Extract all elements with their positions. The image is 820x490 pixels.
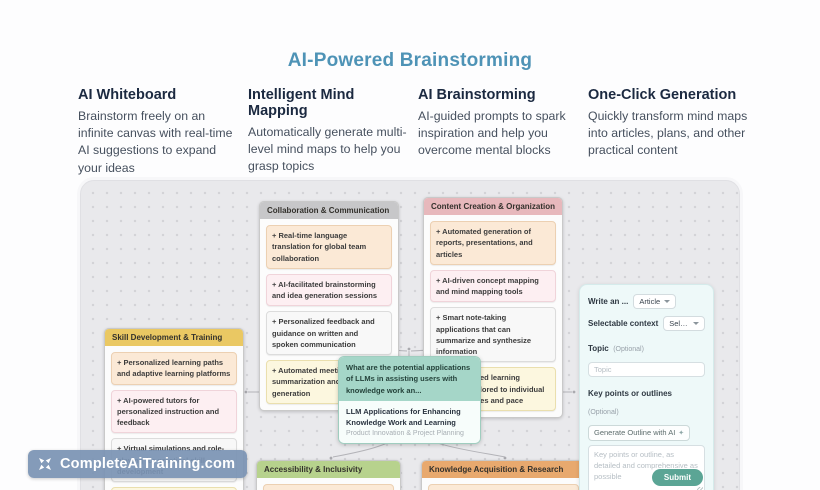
group-title[interactable]: Skill Development & Training — [105, 329, 243, 346]
page-title: AI-Powered Brainstorming — [287, 50, 533, 71]
feature-heading: AI Whiteboard — [78, 87, 177, 103]
resize-handle-icon[interactable] — [697, 486, 703, 490]
write-type-value: Article — [639, 297, 661, 306]
mindmap-node[interactable]: + Automated generation of reports, prese… — [430, 221, 556, 265]
center-topic-node[interactable]: What are the potential applications of L… — [338, 356, 481, 445]
center-title: LLM Applications for Enhancing Knowledge… — [346, 406, 461, 427]
feature-heading: One-Click Generation — [588, 87, 737, 103]
mindmap-node[interactable]: + AI-driven concept mapping and mind map… — [430, 269, 556, 303]
feature-card-generation: One-Click Generation Quickly transform m… — [588, 87, 748, 193]
mindmap-node[interactable]: + Automated assessment and progress trac… — [111, 487, 237, 490]
watermark-text: CompleteAiTraining.com — [60, 456, 236, 472]
context-row: Selectable context Selected node ... — [588, 316, 705, 331]
chevron-down-icon — [693, 322, 699, 325]
submit-button[interactable]: Submit — [651, 469, 703, 486]
group-items: + Breaking down language barriers for — [257, 478, 400, 490]
mindmap-node[interactable]: + Breaking down language barriers for — [263, 484, 394, 490]
topic-input[interactable] — [588, 362, 705, 377]
mindmap-node[interactable]: + Smart note-taking applications that ca… — [430, 307, 556, 363]
selectable-context-label: Selectable context — [588, 319, 659, 328]
group-title[interactable]: Collaboration & Communication — [260, 202, 398, 219]
topic-optional-hint: (Optional) — [613, 346, 644, 353]
group-accessibility[interactable]: Accessibility & Inclusivity + Breaking d… — [256, 460, 401, 490]
group-title[interactable]: Content Creation & Organization — [424, 198, 562, 215]
feature-description: Brainstorm freely on an infinite canvas … — [78, 109, 233, 175]
group-items: + AI-powered research assistants for — [422, 478, 585, 490]
topic-label-row: Topic (Optional) — [588, 338, 705, 356]
keypoints-label-row: Key points or outlines (Optional) — [588, 383, 705, 419]
center-question[interactable]: What are the potential applications of L… — [339, 357, 480, 401]
write-an-label: Write an ... — [588, 297, 629, 306]
group-collaboration[interactable]: Collaboration & Communication + Real-tim… — [259, 201, 399, 411]
group-title[interactable]: Accessibility & Inclusivity — [257, 461, 400, 478]
center-subtitle: Product Innovation & Project Planning — [346, 430, 464, 438]
feature-heading: Intelligent Mind Mapping — [248, 87, 355, 119]
feature-card-mind-mapping: Intelligent Mind Mapping Automatically g… — [248, 87, 408, 193]
mindmap-node[interactable]: + AI-powered tutors for personalized ins… — [111, 389, 237, 434]
magic-wand-icon: ✦ — [678, 429, 685, 437]
mindmap-node[interactable]: + Real-time language translation for glo… — [266, 225, 392, 269]
group-items: + Real-time language translation for glo… — [260, 219, 398, 410]
sparkle-icon — [39, 458, 51, 470]
group-knowledge-acquisition[interactable]: Knowledge Acquisition & Research + AI-po… — [421, 460, 586, 490]
mindmap-node[interactable]: + AI-facilitated brainstorming and idea … — [266, 273, 392, 307]
features-row: AI Whiteboard Brainstorm freely on an in… — [78, 87, 750, 193]
feature-card-brainstorming: AI Brainstorming AI-guided prompts to sp… — [418, 87, 578, 193]
mindmap-node[interactable]: + AI-powered research assistants for — [428, 484, 579, 490]
whiteboard-canvas[interactable]: Collaboration & Communication + Real-tim… — [80, 180, 740, 490]
feature-heading: AI Brainstorming — [418, 87, 536, 103]
chevron-down-icon — [664, 300, 671, 303]
write-type-select[interactable]: Article — [633, 294, 677, 309]
generate-outline-button[interactable]: Generate Outline with AI ✦ — [588, 424, 691, 441]
context-select[interactable]: Selected node ... — [663, 316, 705, 331]
write-type-row: Write an ... Article — [588, 294, 705, 309]
feature-card-whiteboard: AI Whiteboard Brainstorm freely on an in… — [78, 87, 238, 193]
mindmap-node[interactable]: + Personalized learning paths and adapti… — [111, 352, 237, 385]
context-value: Selected node ... — [669, 319, 689, 328]
mindmap-node[interactable]: + Personalized feedback and guidance on … — [266, 311, 392, 355]
group-title[interactable]: Knowledge Acquisition & Research — [422, 461, 585, 478]
topic-label: Topic — [588, 344, 609, 353]
feature-description: AI-guided prompts to spark inspiration a… — [418, 109, 566, 158]
keypoints-label: Key points or outlines — [588, 389, 673, 398]
feature-description: Quickly transform mind maps into article… — [588, 109, 748, 158]
keypoints-optional-hint: (Optional) — [588, 409, 619, 416]
watermark-badge: CompleteAiTraining.com — [28, 450, 248, 478]
ai-write-panel: Write an ... Article Selectable context … — [579, 284, 714, 490]
generate-outline-label: Generate Outline with AI — [594, 428, 676, 437]
center-body[interactable]: LLM Applications for Enhancing Knowledge… — [339, 400, 480, 444]
